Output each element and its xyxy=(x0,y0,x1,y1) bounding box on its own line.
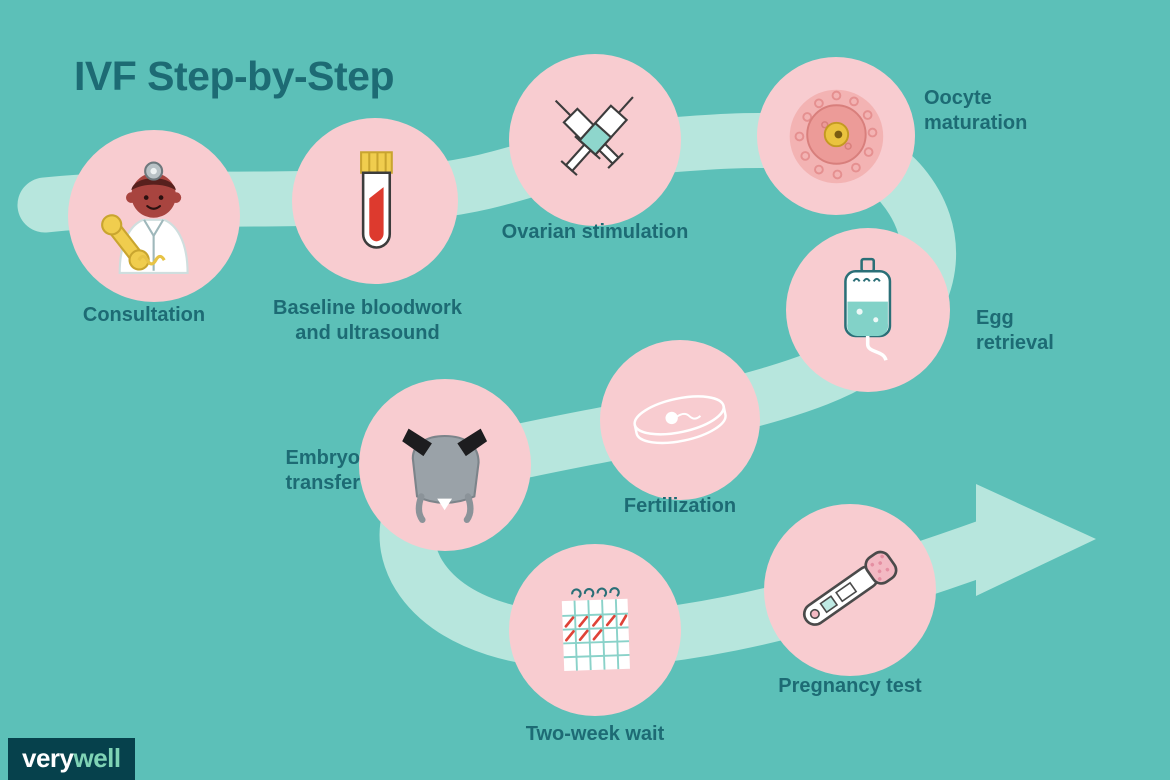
petri-dish-icon xyxy=(633,395,727,444)
step-label-egg-retrieval: Egg retrieval xyxy=(976,307,1054,354)
calendar-icon xyxy=(562,587,631,672)
brand-logo-very: very xyxy=(22,743,74,773)
step-label-ovarian-stimulation: Ovarian stimulation xyxy=(501,221,689,243)
step-circle-fertilization xyxy=(600,340,760,500)
step-label-consultation: Consultation xyxy=(82,304,206,326)
brand-logo: verywell xyxy=(8,738,135,780)
blood-test-tube-icon xyxy=(359,150,393,249)
step-circle-oocyte-maturation xyxy=(757,57,915,215)
page-title: IVF Step-by-Step xyxy=(74,53,395,100)
iv-bag-icon xyxy=(844,258,892,362)
step-circle-baseline-bloodwork xyxy=(292,118,458,284)
step-label-two-week-wait: Two-week wait xyxy=(525,723,665,745)
step-circle-pregnancy-test xyxy=(764,504,936,676)
step-label-baseline-bloodwork: Baseline bloodwork and ultrasound xyxy=(273,297,462,344)
step-label-fertilization: Fertilization xyxy=(623,495,737,517)
step-circle-egg-retrieval xyxy=(786,228,950,392)
step-circle-ovarian-stimulation xyxy=(509,54,681,226)
step-circle-consultation xyxy=(68,130,240,302)
step-label-pregnancy-test: Pregnancy test xyxy=(778,675,922,697)
doctor-phone-icon xyxy=(101,161,189,275)
transfer-equipment-icon xyxy=(402,428,488,524)
egg-cell-icon xyxy=(789,89,883,183)
pregnancy-test-icon xyxy=(803,551,898,627)
brand-logo-well: well xyxy=(73,743,122,773)
syringes-icon xyxy=(555,96,635,177)
step-circle-two-week-wait xyxy=(509,544,681,716)
step-label-oocyte-maturation: Oocyte maturation xyxy=(924,87,1028,134)
step-circle-embryo-transfer xyxy=(359,379,531,551)
step-label-embryo-transfer: Embryo transfer xyxy=(285,447,360,494)
